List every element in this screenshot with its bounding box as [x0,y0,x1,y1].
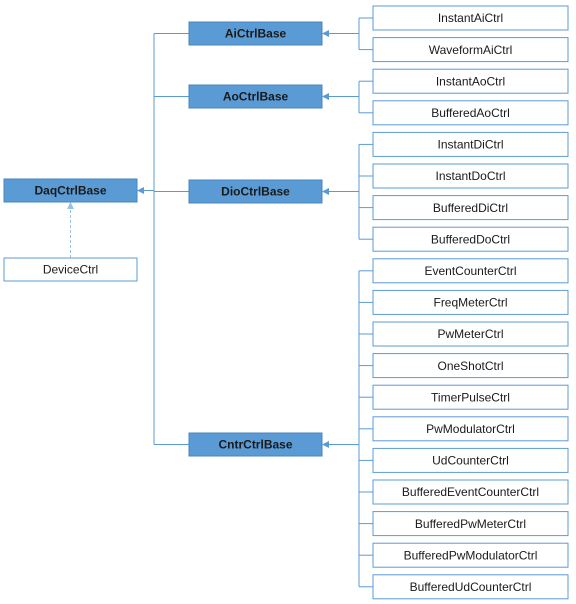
timer-pulse-ctrl-box [372,384,569,410]
daq-ctrl-base-label: DaqCtrlBase [34,184,106,198]
freq-meter-ctrl-node: FreqMeterCtrl [372,289,569,315]
buffered-event-counter-ctrl-box [372,479,569,505]
cntr-ctrl-base-label: CntrCtrlBase [218,438,292,452]
ao-ctrl-base-node: AoCtrlBase [188,84,323,109]
device-ctrl-box [3,257,138,282]
buffered-ao-ctrl-box [372,100,569,126]
dio-ctrl-base-label: DioCtrlBase [221,185,290,199]
ao-ctrl-base-arrow-icon [322,93,329,100]
timer-pulse-ctrl-label: TimerPulseCtrl [431,390,510,404]
device-ctrl-label: DeviceCtrl [43,263,98,277]
buffered-ud-counter-ctrl-box [372,574,569,600]
buffered-pw-modulator-ctrl-box [372,542,569,568]
buffered-pw-modulator-ctrl-label: BufferedPwModulatorCtrl [404,548,538,562]
pw-meter-ctrl-label: PwMeterCtrl [437,327,503,341]
buffered-di-ctrl-box [372,195,569,221]
ai-ctrl-base-label: AiCtrlBase [225,27,287,41]
one-shot-ctrl-label: OneShotCtrl [437,359,503,373]
pw-modulator-ctrl-box [372,416,569,442]
buffered-pw-meter-ctrl-node: BufferedPwMeterCtrl [372,511,569,537]
buffered-pw-modulator-ctrl-node: BufferedPwModulatorCtrl [372,542,569,568]
waveform-ai-ctrl-node: WaveformAiCtrl [372,37,569,63]
buffered-pw-meter-ctrl-box [372,511,569,537]
instant-do-ctrl-box [372,163,569,189]
buffered-event-counter-ctrl-node: BufferedEventCounterCtrl [372,479,569,505]
ai-ctrl-base-arrow-icon [322,30,329,37]
event-counter-ctrl-node: EventCounterCtrl [372,258,569,284]
ai-ctrl-base-box [188,21,323,46]
root-arrow-icon [137,187,144,194]
instant-do-ctrl-node: InstantDoCtrl [372,163,569,189]
instant-ao-ctrl-node: InstantAoCtrl [372,68,569,94]
ud-counter-ctrl-box [372,447,569,473]
freq-meter-ctrl-box [372,289,569,315]
one-shot-ctrl-node: OneShotCtrl [372,353,569,379]
dio-ctrl-base-node: DioCtrlBase [188,179,323,204]
buffered-do-ctrl-label: BufferedDoCtrl [431,232,510,246]
instant-di-ctrl-box [372,131,569,157]
buffered-ao-ctrl-label: BufferedAoCtrl [431,106,510,120]
buffered-do-ctrl-box [372,226,569,252]
cntr-ctrl-base-arrow-icon [322,441,329,448]
buffered-di-ctrl-node: BufferedDiCtrl [372,195,569,221]
event-counter-ctrl-label: EventCounterCtrl [424,264,516,278]
ud-counter-ctrl-node: UdCounterCtrl [372,447,569,473]
device-ctrl-node: DeviceCtrl [3,257,138,282]
instant-ai-ctrl-label: InstantAiCtrl [438,11,503,25]
buffered-di-ctrl-label: BufferedDiCtrl [433,201,508,215]
ai-ctrl-base-node: AiCtrlBase [188,21,323,46]
pw-modulator-ctrl-node: PwModulatorCtrl [372,416,569,442]
freq-meter-ctrl-label: FreqMeterCtrl [433,296,507,310]
cntr-ctrl-base-box [188,432,323,457]
connector-lines [67,17,373,588]
dio-ctrl-base-box [188,179,323,204]
instant-ai-ctrl-box [372,5,569,31]
pw-meter-ctrl-node: PwMeterCtrl [372,321,569,347]
daq-ctrl-base-box [3,178,138,203]
instant-ai-ctrl-node: InstantAiCtrl [372,5,569,31]
pw-modulator-ctrl-label: PwModulatorCtrl [426,422,515,436]
timer-pulse-ctrl-node: TimerPulseCtrl [372,384,569,410]
waveform-ai-ctrl-label: WaveformAiCtrl [429,43,513,57]
instant-do-ctrl-label: InstantDoCtrl [435,169,505,183]
dio-ctrl-base-arrow-icon [322,188,329,195]
ao-ctrl-base-label: AoCtrlBase [223,90,289,104]
device-to-root-arrow-icon [67,202,74,209]
buffered-do-ctrl-node: BufferedDoCtrl [372,226,569,252]
buffered-ao-ctrl-node: BufferedAoCtrl [372,100,569,126]
instant-ao-ctrl-box [372,68,569,94]
buffered-ud-counter-ctrl-node: BufferedUdCounterCtrl [372,574,569,600]
ud-counter-ctrl-label: UdCounterCtrl [432,454,509,468]
buffered-pw-meter-ctrl-label: BufferedPwMeterCtrl [415,517,526,531]
cntr-ctrl-base-node: CntrCtrlBase [188,432,323,457]
one-shot-ctrl-box [372,353,569,379]
instant-di-ctrl-node: InstantDiCtrl [372,131,569,157]
instant-ao-ctrl-label: InstantAoCtrl [436,74,505,88]
buffered-event-counter-ctrl-label: BufferedEventCounterCtrl [402,485,539,499]
instant-di-ctrl-label: InstantDiCtrl [437,138,503,152]
buffered-ud-counter-ctrl-label: BufferedUdCounterCtrl [410,580,532,594]
waveform-ai-ctrl-box [372,37,569,63]
daq-ctrl-base-node: DaqCtrlBase [3,178,138,203]
ao-ctrl-base-box [188,84,323,109]
pw-meter-ctrl-box [372,321,569,347]
event-counter-ctrl-box [372,258,569,284]
